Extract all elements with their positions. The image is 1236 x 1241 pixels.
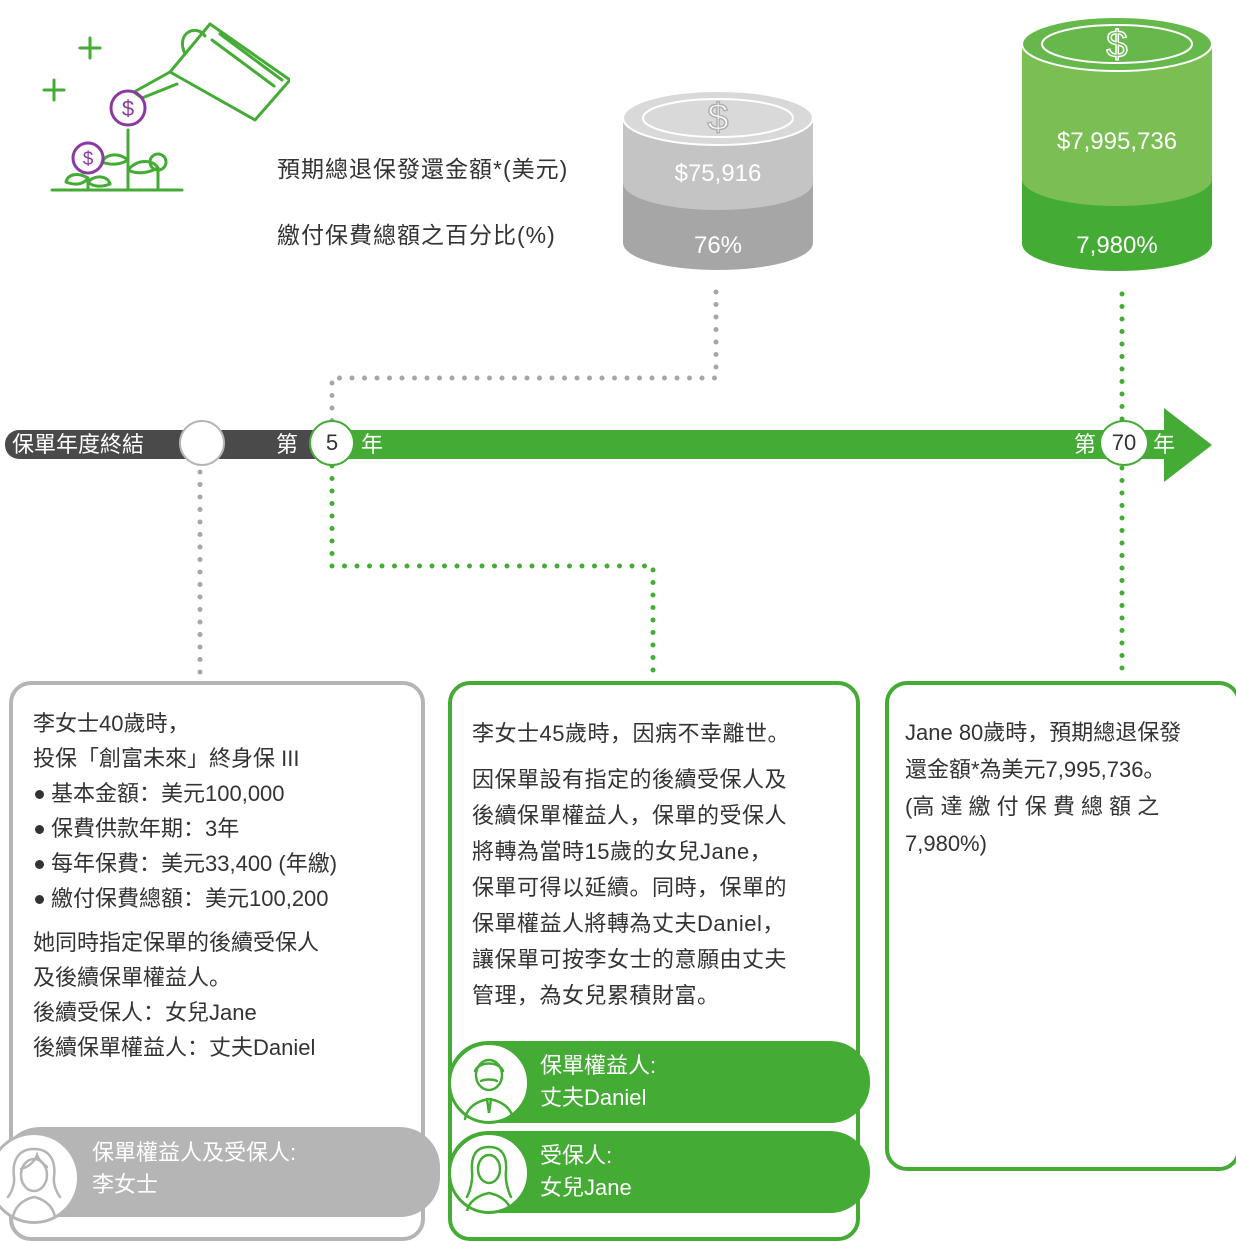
svg-text:$: $ <box>707 97 728 139</box>
marker1-year-node: 5 <box>309 420 355 466</box>
year70-amount-value: $7,995,736 <box>1056 128 1178 155</box>
card2-insured-line2: 女兒Jane <box>540 1175 632 1200</box>
card3-text: Jane 80歲時，預期總退保發 還金額*為美元7,995,736。 (高 達 … <box>905 714 1235 862</box>
card2-insured-line1: 受保人: <box>540 1143 613 1168</box>
svg-text:$: $ <box>1106 24 1127 66</box>
card2-paragraph: 因保單設有指定的後續受保人及 後續保單權益人，保單的受保人 將轉為當時15歲的女… <box>472 762 852 1014</box>
card1-line1: 李女士40歲時， <box>33 711 190 736</box>
card2-para-line: 將轉為當時15歲的女兒Jane， <box>472 839 773 864</box>
bullet-payment-term: 保費供款年期：3年 <box>33 811 413 846</box>
marker1-suffix: 年 <box>361 432 384 457</box>
card1-para2-line1: 她同時指定保單的後續受保人 <box>33 930 320 955</box>
svg-text:$: $ <box>83 149 94 170</box>
woman-avatar-icon <box>0 1132 80 1224</box>
card2-para-line: 後續保單權益人，保單的受保人 <box>472 803 788 828</box>
card1-bullet-list: 基本金額：美元100,000 保費供款年期：3年 每年保費：美元33,400 (… <box>33 776 413 916</box>
card3-line: (高 達 繳 付 保 費 總 額 之 <box>905 794 1160 819</box>
year5-percent-value: 76% <box>693 232 743 259</box>
card3-line: Jane 80歲時，預期總退保發 <box>905 720 1182 745</box>
card1-text: 李女士40歲時， 投保「創富未來」終身保 III 基本金額：美元100,000 … <box>33 706 413 1065</box>
card1-subsequent-owner: 後續保單權益人：丈夫Daniel <box>33 1035 316 1060</box>
svg-text:$: $ <box>122 96 134 121</box>
bullet-basic-amount: 基本金額：美元100,000 <box>33 776 413 811</box>
amount-legend-label: 預期總退保發還金額*(美元) <box>277 156 569 182</box>
dotted-connectors <box>197 289 1125 683</box>
card2-line1: 李女士45歲時，因病不幸離世。 <box>472 721 790 746</box>
card2-para-line: 讓保單可按李女士的意願由丈夫 <box>472 947 788 972</box>
card1-pill-line1: 保單權益人及受保人: <box>92 1140 297 1165</box>
card1-pill-line2: 李女士 <box>92 1172 159 1197</box>
percent-legend-label: 繳付保費總額之百分比(%) <box>277 222 556 248</box>
card3-line: 7,980%) <box>905 831 987 856</box>
year70-percent-value: 7,980% <box>1076 232 1158 259</box>
card2-para-line: 保單權益人將轉為丈夫Daniel， <box>472 911 785 936</box>
bullet-total-premium: 繳付保費總額：美元100,200 <box>33 881 413 916</box>
year5-amount-value: $75,916 <box>674 160 762 187</box>
year5-to-card2-connector <box>329 463 656 683</box>
card2-para-line: 管理，為女兒累積財富。 <box>472 983 720 1008</box>
card3-line: 還金額*為美元7,995,736。 <box>905 757 1166 782</box>
card2-owner-line1: 保單權益人: <box>540 1053 657 1078</box>
card1-subsequent-insured: 後續受保人：女兒Jane <box>33 1000 257 1025</box>
card2-para-line: 因保單設有指定的後續受保人及 <box>472 767 788 792</box>
year70-coin-stack: $ <box>1021 16 1213 271</box>
money-plant-icon: $ $ <box>42 22 290 192</box>
year5-coin-stack: $ <box>622 90 814 270</box>
card-year70-result <box>885 681 1236 1171</box>
card1-line2: 投保「創富未來」終身保 III <box>33 746 300 771</box>
bullet-annual-premium: 每年保費：美元33,400 (年繳) <box>33 846 413 881</box>
timeline-bar <box>5 408 1212 482</box>
marker2-suffix: 年 <box>1153 432 1176 457</box>
card2-para-line: 保單可得以延續。同時，保單的 <box>472 875 788 900</box>
marker2-year-node: 70 <box>1099 420 1149 466</box>
year5-coin-connector <box>329 289 719 425</box>
card2-text: 李女士45歲時，因病不幸離世。 因保單設有指定的後續受保人及 後續保單權益人，保… <box>472 716 852 1014</box>
timeline-start-node <box>179 420 225 466</box>
timeline-start-label: 保單年度終結 <box>12 432 145 457</box>
marker2-prefix: 第 <box>1074 432 1097 457</box>
marker1-prefix: 第 <box>276 432 299 457</box>
card1-para2-line2: 及後續保單權益人。 <box>33 965 232 990</box>
man-avatar-icon <box>448 1042 530 1124</box>
card2-owner-line2: 丈夫Daniel <box>540 1085 647 1110</box>
girl-avatar-icon <box>448 1132 530 1214</box>
